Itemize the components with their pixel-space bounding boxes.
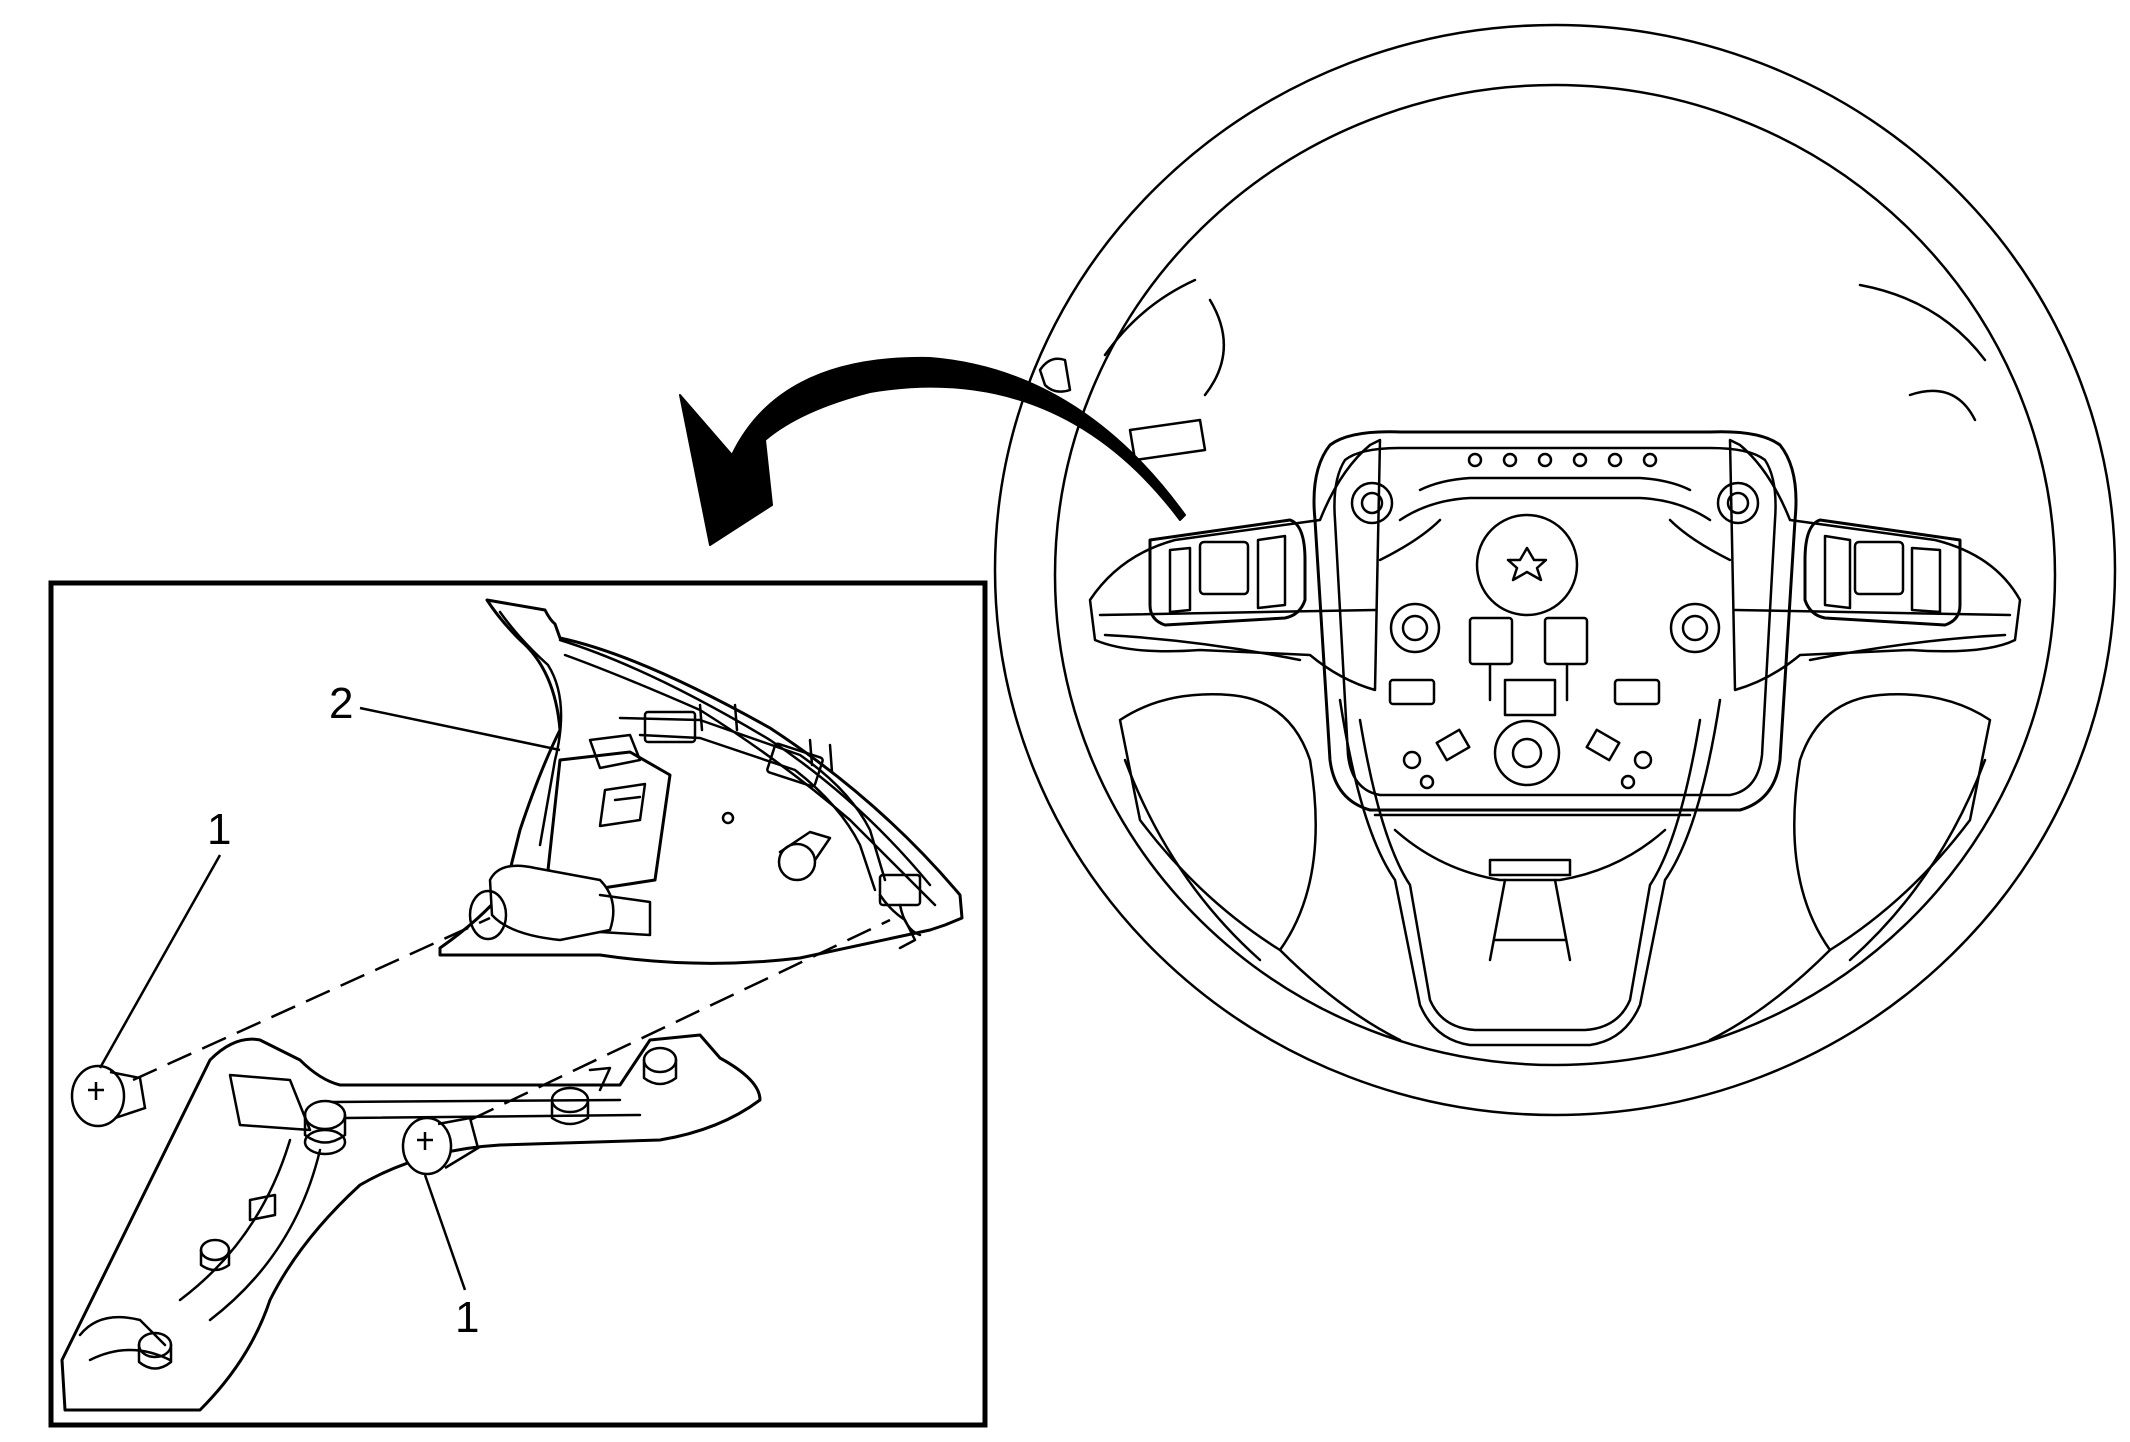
bezel-boss-1 xyxy=(303,1099,347,1156)
bezel-boss-5 xyxy=(137,1331,173,1370)
hub-screw-left-mid xyxy=(1389,602,1441,654)
direction-arrow xyxy=(679,356,1186,546)
leader-lines xyxy=(98,706,561,1291)
switch-bezel xyxy=(60,1033,762,1412)
wheel-rim-outer xyxy=(993,23,2117,1117)
spoke-left xyxy=(1088,438,1382,692)
callout-screw-lower: 1 xyxy=(455,1293,479,1342)
hub-center-boss xyxy=(1475,513,1579,617)
hub-holes xyxy=(1467,452,1658,468)
hub-lower-boss xyxy=(1493,719,1561,787)
screw-paths xyxy=(132,916,891,1122)
wheel-rim-inner xyxy=(1053,83,2057,1067)
detail-inset: 1 2 1 xyxy=(48,580,988,1428)
hub-screw-right-top xyxy=(1716,481,1760,525)
lower-spoke xyxy=(1338,698,1722,1047)
hub-screw-left-top xyxy=(1350,481,1394,525)
callout-screw-upper: 1 xyxy=(207,805,231,854)
screw-upper xyxy=(70,1064,147,1128)
right-switch-pod xyxy=(1803,518,1962,627)
steering-wheel xyxy=(993,23,2117,1117)
bezel-boss-2 xyxy=(550,1086,590,1126)
screw-lower xyxy=(401,1116,480,1176)
bezel-boss-3 xyxy=(642,1046,678,1086)
bezel-boss-4 xyxy=(199,1238,231,1272)
spoke-right xyxy=(1728,438,2022,692)
left-switch-pod xyxy=(1148,518,1307,627)
switch-module xyxy=(546,750,672,892)
hub-screw-right-mid xyxy=(1669,602,1721,654)
center-hub xyxy=(1312,430,1798,812)
callout-switch-assembly: 2 xyxy=(329,679,353,728)
